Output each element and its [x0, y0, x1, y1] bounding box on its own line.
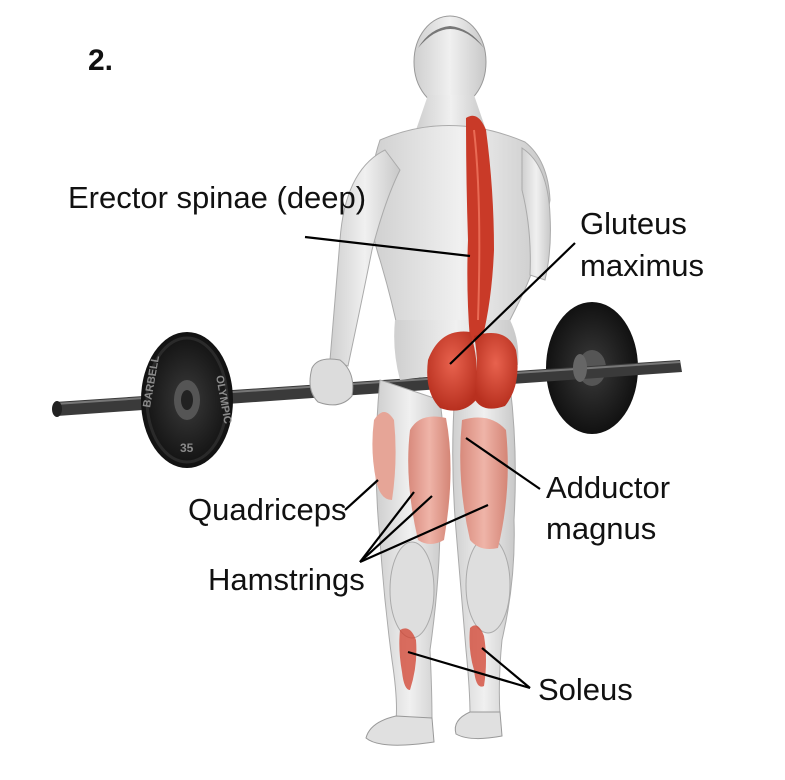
left-plate [141, 332, 233, 468]
gluteus-label-line1: Gluteus [580, 206, 687, 241]
step-number: 2. [88, 44, 114, 77]
hamstrings-leader-line-1 [359, 491, 415, 563]
hamstrings-label: Hamstrings [208, 562, 365, 597]
adductor-label-line2: magnus [546, 511, 657, 546]
erector-spinae-label: Erector spinae (deep) [68, 180, 367, 215]
gluteus-label-line2: maximus [580, 248, 705, 283]
quadriceps-leader-line [344, 479, 379, 511]
soleus-label: Soleus [538, 672, 633, 707]
hamstrings-leader-line-2 [359, 495, 433, 563]
erector-leader-line [304, 235, 471, 258]
erector-spinae-muscle [466, 115, 494, 340]
adductor-label-line1: Adductor [546, 470, 671, 505]
soleus-muscle [399, 625, 486, 690]
quadriceps-muscle [372, 412, 396, 500]
hamstrings-muscle [408, 416, 508, 549]
quadriceps-label: Quadriceps [188, 492, 347, 527]
gluteus-leader-line [449, 242, 576, 365]
leader-lines [304, 235, 576, 690]
plate-weight-text: 35 [180, 441, 194, 455]
soleus-leader-line-2 [481, 647, 531, 689]
hamstrings-leader-line-3 [359, 503, 489, 564]
adductor-leader-line [465, 437, 541, 490]
soleus-leader-line-1 [407, 650, 531, 690]
